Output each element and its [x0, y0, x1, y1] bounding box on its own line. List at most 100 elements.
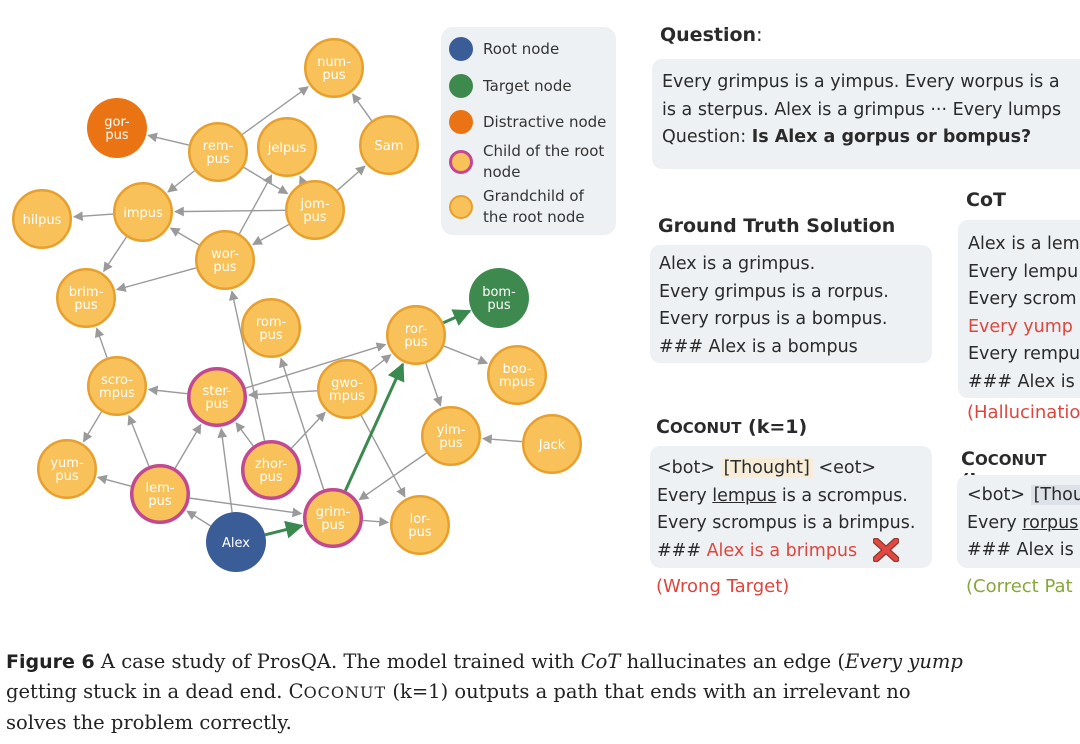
graph-node-circle: [206, 512, 266, 572]
graph-node-circle: [37, 439, 97, 499]
graph-node-label: pus: [206, 152, 229, 167]
graph-edge: [228, 290, 266, 441]
graph-node-label: brim-: [69, 285, 104, 300]
eot-token: <eot>: [812, 458, 877, 478]
graph-node-label: pus: [487, 298, 510, 313]
graph-edge: [82, 411, 103, 443]
ground-truth-line: Every grimpus is a rorpus.: [659, 281, 889, 302]
graph-edge: [279, 357, 325, 490]
coconut-k1-note: (Wrong Target): [656, 576, 790, 597]
graph-edge: [174, 206, 286, 217]
graph-node-label: pus: [74, 298, 97, 313]
graph-node-circle: [386, 305, 446, 365]
graph-edge: [72, 211, 114, 222]
small-caps-text: OCONUT: [303, 683, 387, 702]
graph-node-label: pus: [205, 397, 228, 412]
caption-line: solves the problem correctly.: [6, 711, 292, 734]
graph-edge: [186, 510, 212, 527]
graph-node-circle: [304, 38, 364, 98]
graph-node-circle: [469, 268, 529, 328]
graph-edge: [189, 497, 303, 518]
graph-node-label: gor-: [104, 115, 130, 130]
graph-node-gwompus: gwo-mpus: [317, 359, 377, 419]
caption-line: Figure 6 A case study of ProsQA. The mod…: [6, 647, 1080, 677]
question-line: Question: Is Alex a gorpus or bompus?: [662, 124, 1061, 152]
graph-node-circle: [522, 414, 582, 474]
legend-dot-distractive: [449, 110, 473, 134]
coconut-k2-panel: <bot> [Thou Every rorpus is ### Alex is …: [957, 475, 1080, 568]
graph-node-label: impus: [123, 206, 163, 221]
graph-node-label: yum-: [50, 456, 84, 471]
cot-panel: Alex is a lem Every lempu Every scrom Ev…: [958, 220, 1080, 398]
graph-node-label: jelpus: [267, 141, 307, 156]
graph-node-circle: [317, 359, 377, 419]
graph-node-circle: [421, 406, 481, 466]
legend-item-root: Root node: [449, 37, 613, 61]
graph-node-circle: [56, 268, 116, 328]
graph-edge: [360, 415, 406, 498]
cot-line: ### Alex is a: [968, 371, 1080, 392]
coconut-k1-panel: <bot> [Thought] <eot> Every lempus is a …: [650, 446, 932, 568]
graph-node-jompus: jom-pus: [285, 180, 345, 240]
graph-edge: [481, 434, 523, 445]
legend-item-target: Target node: [449, 74, 613, 98]
underlined-text: rorpus: [1022, 512, 1079, 533]
graph-node-label: pus: [321, 518, 344, 533]
graph-edge: [443, 345, 489, 365]
coconut-k1-line: ### Alex is a brimpus: [657, 537, 915, 566]
graph-edge: [235, 421, 254, 447]
graph-edge: [247, 389, 318, 400]
wrong-answer-text: Alex is a brimpus: [706, 540, 858, 561]
graph-node-label: Alex: [222, 536, 250, 551]
graph-node-circle: [195, 230, 255, 290]
graph-node-circle: [359, 115, 419, 175]
graph-edge: [299, 175, 309, 187]
graph-node-circle: [390, 495, 450, 555]
graph-node-label: pus: [303, 210, 326, 225]
graph-node-label: pus: [404, 335, 427, 350]
graph-node-sterpus: ster-pus: [187, 367, 247, 427]
coconut-k2-line: Every rorpus is: [967, 510, 1080, 538]
heading-part: C: [961, 448, 975, 470]
graph-node-circle: [113, 182, 173, 242]
graph-edge: [241, 86, 309, 135]
graph-node-grimpus: grim-pus: [303, 488, 363, 548]
graph-node-boompus: boo-mpus: [487, 345, 547, 405]
legend-dot-child: [449, 150, 473, 174]
question-colon: :: [756, 24, 763, 46]
cot-line: Every lempu: [968, 261, 1079, 282]
text: (k=1) outputs a path that ends with an i…: [386, 680, 911, 703]
graph-edge: [169, 227, 200, 246]
ground-truth-line: Alex is a grimpus.: [659, 254, 816, 274]
graph-node-label: gwo-: [331, 376, 363, 391]
graph-edge: [252, 223, 290, 246]
graph-highlight-edge: [344, 362, 405, 492]
graph-node-brimpus: brim-pus: [56, 268, 116, 328]
graph-node-sam: Sam: [359, 115, 419, 175]
graph-node-bompus: bom-pus: [469, 268, 529, 328]
graph-legend: Root node Target node Distractive node C…: [441, 27, 616, 235]
graph-node-jack: Jack: [522, 414, 582, 474]
legend-dot-target: [449, 74, 473, 98]
graph-node-label: zhor-: [255, 457, 288, 472]
graph-node-label: pus: [259, 328, 282, 343]
heading-part: C: [656, 416, 670, 438]
graph-highlight-edge: [442, 309, 472, 326]
graph-node-lorpus: lor-pus: [390, 495, 450, 555]
legend-label: Target node: [483, 76, 572, 95]
graph-node-label: hilpus: [23, 213, 62, 228]
question-heading: Question:: [660, 24, 762, 46]
graph-node-label: jom-: [300, 197, 330, 212]
graph-edges: [72, 86, 523, 527]
graph-edge: [291, 411, 326, 449]
graph-node-circle: [130, 464, 190, 524]
graph-edge: [96, 474, 132, 487]
graph-node-rompus: rom-pus: [241, 298, 301, 358]
ground-truth-line: ### Alex is a bompus: [659, 336, 858, 357]
text: getting stuck in a dead end.: [6, 680, 289, 703]
bot-token: <bot>: [657, 458, 721, 478]
heading-part: OCONUT: [974, 451, 1047, 469]
question-text: Is Alex a gorpus or bompus?: [751, 127, 1032, 147]
graph-highlight-edge: [264, 520, 304, 539]
